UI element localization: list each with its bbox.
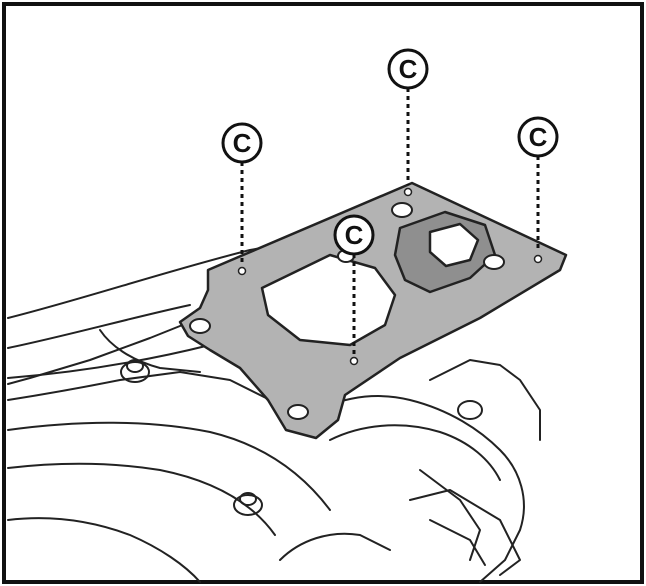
callout-2-circle — [387, 48, 429, 90]
tail-body-edge — [7, 517, 201, 583]
frame-bolt-2-head — [239, 492, 257, 506]
frame-bolt-3 — [457, 400, 483, 420]
footrest-strap-2 — [429, 519, 486, 566]
mudguard-inner — [329, 424, 501, 481]
mudguard — [299, 395, 525, 583]
callout-1-label: C — [233, 128, 252, 158]
callout-2: C — [387, 48, 429, 90]
plate-hole-4 — [483, 254, 505, 270]
tail-body — [7, 421, 331, 511]
callout-1: C — [221, 122, 263, 164]
lower-rail — [279, 532, 391, 561]
footrest-strap — [409, 489, 521, 576]
tail-body-lower — [7, 462, 276, 536]
callout-3-label: C — [529, 122, 548, 152]
screw-2 — [403, 187, 413, 197]
plate-hole-1 — [189, 318, 211, 334]
frame-bolt-1 — [120, 361, 150, 383]
grab-rail-left — [99, 329, 201, 373]
frame-bolt-2 — [233, 494, 263, 516]
callout-4-label: C — [345, 220, 364, 250]
screw-1 — [237, 266, 247, 276]
bracket-right-2 — [419, 469, 481, 561]
screw-3 — [533, 254, 543, 264]
bracket-right — [429, 359, 541, 441]
screw-4 — [349, 356, 359, 366]
rear-rail-upper — [7, 304, 191, 349]
callout-2-label: C — [399, 54, 418, 84]
plate-cutout-right-inner — [428, 222, 480, 268]
callout-4-circle — [333, 214, 375, 256]
frame-bolt-1-head — [126, 359, 144, 373]
callout-3-circle — [517, 116, 559, 158]
callout-1-circle — [221, 122, 263, 164]
plate-hole-2 — [287, 404, 309, 420]
callout-3: C — [517, 116, 559, 158]
side-cover — [7, 371, 271, 401]
callout-4: C — [333, 214, 375, 256]
plate-hole-3 — [391, 202, 413, 218]
